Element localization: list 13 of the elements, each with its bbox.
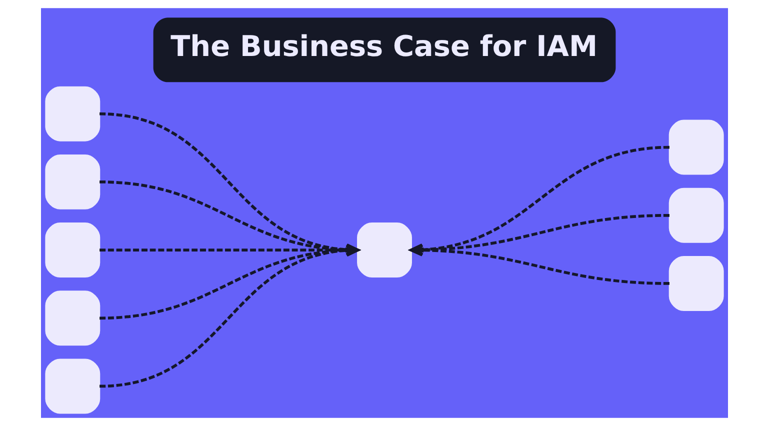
diagram-title: The Business Case for IAM	[170, 29, 598, 64]
node-box	[668, 188, 724, 243]
node-box	[44, 222, 100, 278]
node-box	[44, 86, 100, 142]
node-box	[44, 358, 100, 414]
arrow	[409, 244, 669, 285]
node-box	[668, 120, 724, 175]
arrow	[409, 146, 670, 256]
arrow	[409, 214, 669, 256]
node-box	[44, 154, 100, 210]
node-box	[668, 256, 724, 311]
node-box	[356, 222, 412, 278]
node-box	[44, 290, 100, 346]
